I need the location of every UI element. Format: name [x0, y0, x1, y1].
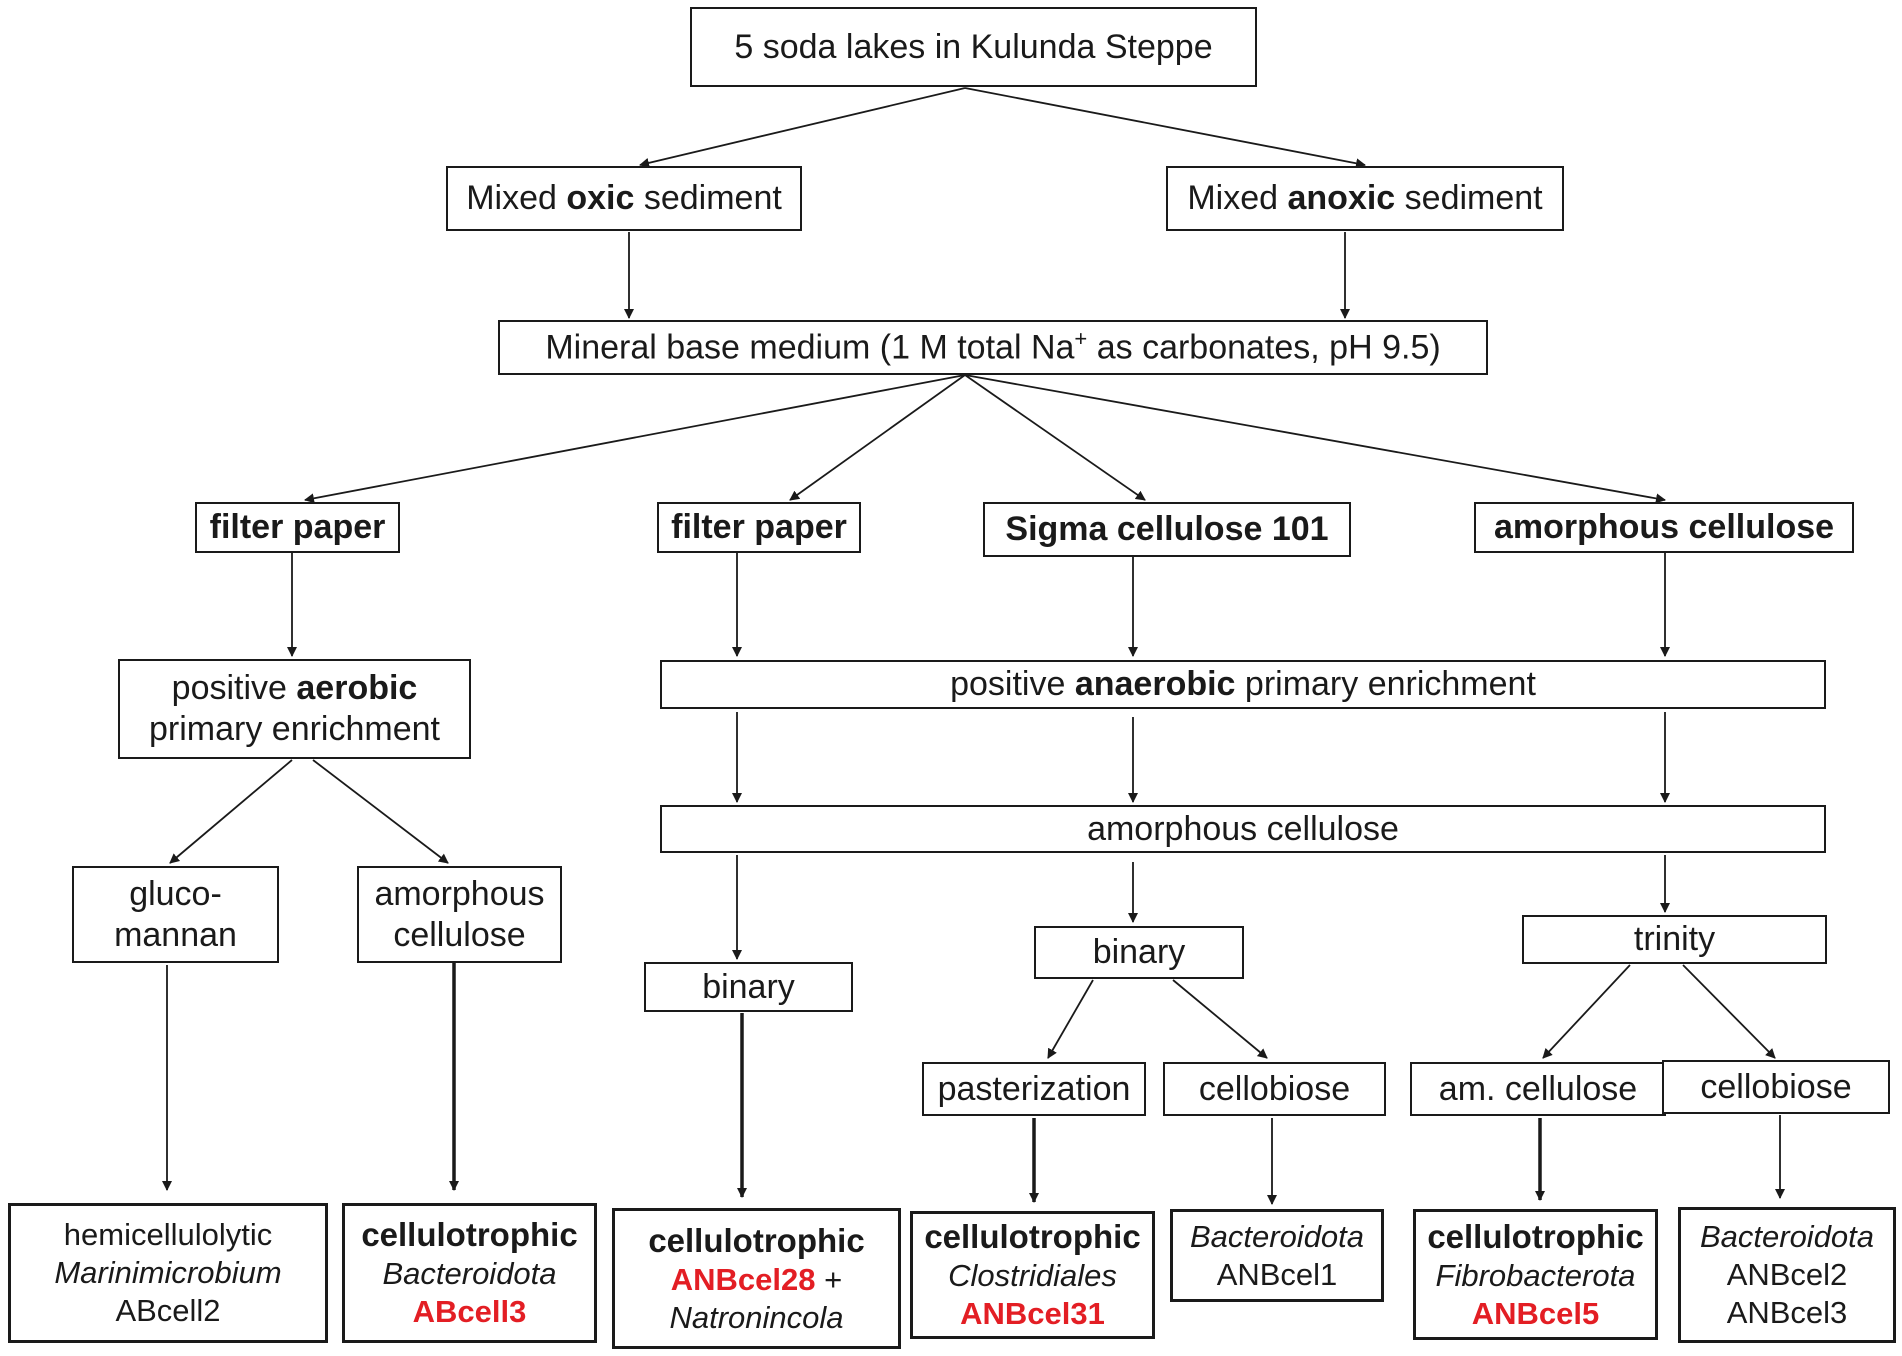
result-anbcel31: cellulotrophic Clostridiales ANBcel31	[910, 1211, 1155, 1339]
root-box: 5 soda lakes in Kulunda Steppe	[690, 7, 1257, 87]
result-hemicellulolytic: hemicellulolytic Marinimicrobium ABcell2	[8, 1203, 328, 1343]
result-abcell3: cellulotrophic Bacteroidota ABcell3	[342, 1203, 597, 1343]
strain-label-anbcel28: ANBcel28	[670, 1261, 816, 1297]
trinity-box: trinity	[1522, 915, 1827, 964]
mineral-medium-box: Mineral base medium (1 M total Na+ as ca…	[498, 320, 1488, 375]
anaerobic-amorphous-box: amorphous cellulose	[660, 805, 1826, 853]
aerobic-keyword: aerobic	[296, 669, 418, 708]
filter-paper-aerobic-box: filter paper	[195, 502, 400, 553]
result-anbcel28: cellulotrophic ANBcel28 + Natronincola	[612, 1208, 901, 1349]
anaerobic-keyword: anaerobic	[1074, 665, 1236, 704]
anoxic-keyword: anoxic	[1287, 179, 1396, 218]
cellobiose-right-box: cellobiose	[1662, 1060, 1890, 1114]
pasterization-box: pasterization	[922, 1062, 1146, 1116]
glucomannan-box: gluco- mannan	[72, 866, 279, 963]
am-cellulose-box: am. cellulose	[1410, 1062, 1666, 1116]
result-anbcel1: Bacteroidota ANBcel1	[1170, 1209, 1384, 1302]
oxic-keyword: oxic	[566, 179, 635, 218]
binary-left-box: binary	[644, 962, 853, 1012]
anoxic-sediment-box: Mixed anoxic sediment	[1166, 166, 1564, 231]
binary-mid-box: binary	[1034, 926, 1244, 979]
cellobiose-mid-box: cellobiose	[1163, 1062, 1386, 1116]
root-label: 5 soda lakes in Kulunda Steppe	[734, 27, 1213, 66]
aerobic-amorphous-box: amorphous cellulose	[357, 866, 562, 963]
amorphous-cellulose-substrate-box: amorphous cellulose	[1474, 502, 1854, 553]
strain-label-anbcel31: ANBcel31	[960, 1296, 1105, 1332]
oxic-sediment-box: Mixed oxic sediment	[446, 166, 802, 231]
result-anbcel2-anbcel3: Bacteroidota ANBcel2 ANBcel3	[1678, 1207, 1896, 1343]
filter-paper-anaerobic-box: filter paper	[657, 502, 861, 553]
strain-label-abcell3: ABcell3	[412, 1294, 527, 1330]
sigma-cellulose-box: Sigma cellulose 101	[983, 502, 1351, 557]
aerobic-enrichment-box: positive aerobic primary enrichment	[118, 659, 471, 759]
strain-label-anbcel5: ANBcel5	[1471, 1295, 1600, 1331]
result-anbcel5: cellulotrophic Fibrobacterota ANBcel5	[1413, 1209, 1658, 1340]
anaerobic-enrichment-box: positive anaerobic primary enrichment	[660, 660, 1826, 709]
